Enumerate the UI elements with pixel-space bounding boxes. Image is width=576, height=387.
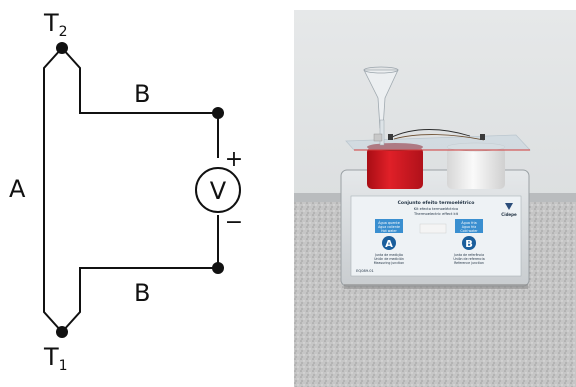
junction-t2-dot xyxy=(56,42,68,54)
thermocouple-wire-2 xyxy=(393,134,485,141)
funnel-stem xyxy=(379,119,385,146)
label-wire-b-top: B xyxy=(134,80,150,108)
kit-shadow xyxy=(344,284,528,289)
wire-b-top xyxy=(61,47,219,158)
label-t2: T2 xyxy=(43,9,68,40)
cold-water-label-box xyxy=(455,219,483,233)
label-t1: T1 xyxy=(43,343,68,374)
reference-junction-1: Junta de referência xyxy=(453,253,484,257)
panel-title: Conjunto efeito termoelétrico xyxy=(398,199,475,206)
panel-subtitle-2: Thermoelectric effect kit xyxy=(413,212,459,216)
thermocouple-circuit-diagram: V + − T2 T1 A B B xyxy=(9,9,243,374)
model-number: EQ089.01 xyxy=(356,269,374,273)
cold-water-text-1: Água fria xyxy=(461,220,476,225)
terminal-bottom-dot xyxy=(212,262,224,274)
label-wire-a: A xyxy=(9,175,26,203)
thermocouple-wire-1 xyxy=(389,129,471,139)
label-t1-sub: 1 xyxy=(59,358,68,374)
junction-b-letter: B xyxy=(465,239,473,250)
reference-junction-2: Unión de referencia xyxy=(453,257,484,261)
cold-water-text-2: Agua fría xyxy=(462,225,477,229)
hot-water-label-box xyxy=(375,219,403,233)
label-t2-sub: 2 xyxy=(59,24,68,40)
terminal-top-dot xyxy=(212,107,224,119)
tape-sticker xyxy=(419,223,447,234)
cold-water-cup xyxy=(447,147,505,189)
junction-a-letter: A xyxy=(385,239,393,250)
label-wire-b-bottom: B xyxy=(134,279,150,307)
funnel-rim xyxy=(363,66,399,74)
brand-name: Cidepe xyxy=(501,212,517,217)
hot-water-text-3: Hot water xyxy=(381,229,397,233)
label-t1-base: T xyxy=(43,343,59,371)
reference-junction-3: Reference junction xyxy=(454,261,484,265)
junction-a-badge xyxy=(382,236,396,250)
terminal-right xyxy=(480,134,485,140)
kit-label-panel xyxy=(350,195,522,277)
brand-logo-icon xyxy=(505,203,513,210)
junction-b-badge xyxy=(462,236,476,250)
measuring-junction-1: Junta de medição xyxy=(374,253,403,257)
label-t2-base: T xyxy=(43,9,59,37)
measuring-junction-3: Measuring junction xyxy=(374,261,404,265)
cold-water-text-3: Cold water xyxy=(460,229,478,233)
wire-b-bottom xyxy=(61,215,219,333)
panel-subtitle-1: Kit efecto termoeléctrico xyxy=(414,207,459,211)
junction-t1-dot xyxy=(56,326,68,338)
thermoelectric-kit-photo: Conjunto efeito termoelétrico Kit efecto… xyxy=(294,10,576,387)
hot-water-cup xyxy=(367,147,423,189)
connector-block xyxy=(373,133,383,142)
measuring-junction-2: Unión de medición xyxy=(374,257,404,261)
hot-water-text-1: Água quente xyxy=(378,220,400,225)
wire-a xyxy=(43,47,63,333)
terminal-left xyxy=(388,134,393,140)
hot-water-text-2: Agua caliente xyxy=(378,225,400,229)
voltmeter-symbol xyxy=(195,167,241,213)
plus-sign: + xyxy=(225,147,243,172)
voltmeter-label: V xyxy=(210,177,227,205)
wall xyxy=(294,10,576,200)
minus-sign: − xyxy=(225,210,243,235)
